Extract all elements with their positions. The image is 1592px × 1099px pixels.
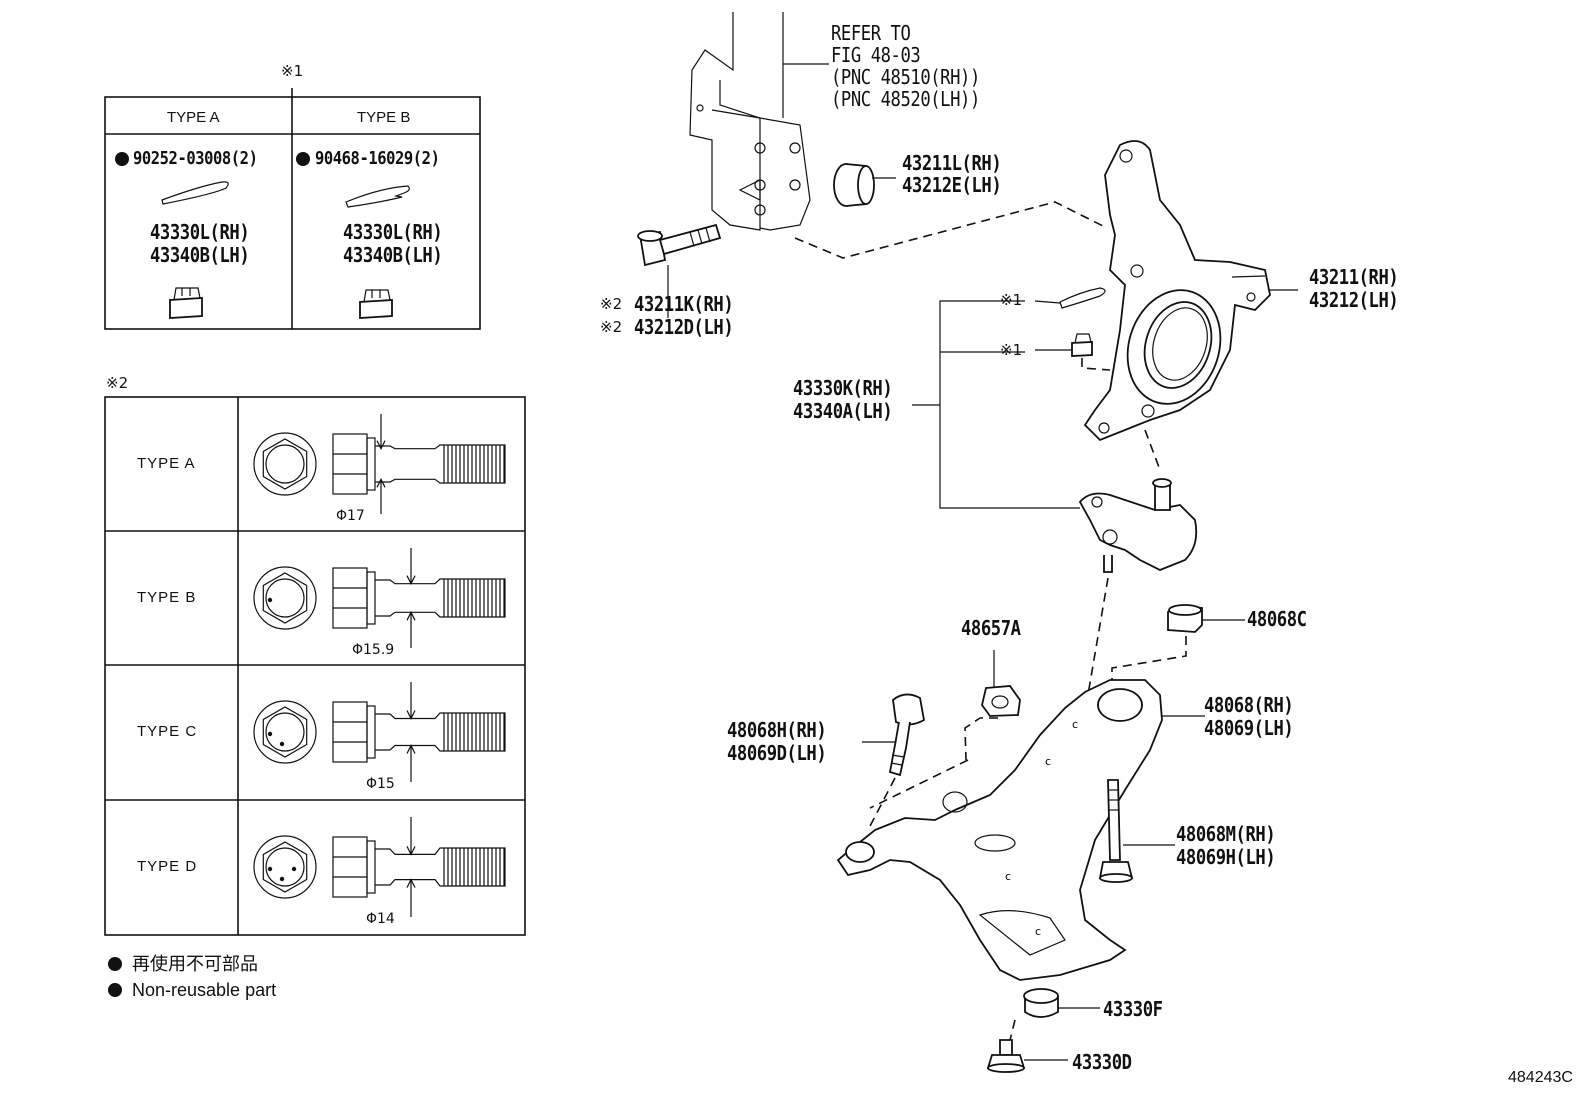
- refer-line1: REFER TO: [831, 21, 911, 45]
- bolt-type-label: TYPE D: [137, 858, 198, 875]
- label-48068C: 48068C: [1247, 607, 1307, 631]
- bolt-type-label: TYPE B: [137, 589, 197, 606]
- part-90252: 90252-03008(2): [133, 148, 258, 169]
- svg-text:c: c: [1072, 718, 1078, 731]
- bolt-type-row-drawing: [253, 817, 506, 917]
- bolt-diameter-label: Φ17: [336, 508, 365, 524]
- leader-bracket-knuckle: [794, 201, 1104, 259]
- bolt-type-row-drawing: [253, 682, 506, 782]
- label-43212E: 43212E(LH): [902, 173, 1002, 197]
- non-reusable-dot-a: [115, 152, 129, 166]
- svg-text:c: c: [1035, 925, 1041, 938]
- callout-castle-nut-icon: [1035, 333, 1111, 371]
- callout-cotter-pin-icon: [1034, 287, 1106, 309]
- legend-dot-en: [108, 983, 122, 997]
- bushing-43211L-icon: [833, 163, 896, 207]
- svg-text:c: c: [1045, 755, 1051, 768]
- bolt-48068H-icon: [862, 693, 969, 831]
- part-43330L-a: 43330L(RH): [150, 220, 250, 244]
- callout-mark-2: ※1: [1000, 341, 1023, 359]
- table-type-pins: [104, 88, 481, 330]
- bolt-48068M-icon: [1098, 779, 1175, 883]
- label-48657A: 48657A: [961, 616, 1021, 640]
- label-48068M: 48068M(RH): [1176, 822, 1276, 846]
- label-43212: 43212(LH): [1309, 288, 1399, 312]
- label-48068H: 48068H(RH): [727, 718, 827, 742]
- label-43211: 43211(RH): [1309, 265, 1399, 289]
- legend-en: Non-reusable part: [132, 980, 277, 1000]
- label-43340A: 43340A(LH): [793, 399, 893, 423]
- bolt-type-row-drawing: [253, 414, 506, 514]
- bolt-43330D-icon: [986, 1019, 1068, 1073]
- clip-48657A-icon: [964, 650, 1021, 761]
- nut-48068C-icon: [1111, 604, 1245, 680]
- bracket-balljoint: [939, 300, 1080, 509]
- lower-control-arm-drawing: c c c c: [836, 679, 1205, 981]
- label-48068: 48068(RH): [1204, 693, 1294, 717]
- castle-nut-a-icon: [169, 287, 203, 319]
- legend-jp: 再使用不可部品: [132, 954, 258, 974]
- label-43330K: 43330K(RH): [793, 376, 893, 400]
- strut-bracket-drawing: [689, 12, 829, 231]
- svg-text:c: c: [1005, 870, 1011, 883]
- ball-joint-drawing: [1044, 429, 1198, 946]
- part-43340B-a: 43340B(LH): [150, 243, 250, 267]
- part-43340B-b: 43340B(LH): [343, 243, 443, 267]
- label-43211L: 43211L(RH): [902, 151, 1002, 175]
- bolt-diameter-label: Φ15.9: [352, 642, 395, 658]
- label-48069: 48069(LH): [1204, 716, 1294, 740]
- label-43330F: 43330F: [1103, 997, 1163, 1021]
- label-43330D: 43330D: [1072, 1050, 1132, 1074]
- bolt-type-row-drawing: [253, 548, 506, 648]
- bolt-mark-1: ※2: [600, 295, 623, 313]
- table1-col-a: TYPE A: [167, 109, 220, 126]
- bolt-43211K-icon: [637, 223, 722, 318]
- legend-dot-jp: [108, 957, 122, 971]
- bolt-diameter-label: Φ15: [366, 776, 395, 792]
- refer-line4: (PNC 48520(LH)): [831, 87, 980, 111]
- table2-mark: ※2: [106, 374, 129, 392]
- bolt-type-label: TYPE A: [137, 455, 196, 472]
- refer-line2: FIG 48-03: [831, 43, 921, 67]
- table1-mark: ※1: [281, 62, 304, 80]
- label-48069D: 48069D(LH): [727, 741, 827, 765]
- label-43211K: 43211K(RH): [634, 292, 734, 316]
- non-reusable-dot-b: [296, 152, 310, 166]
- label-48069H: 48069H(LH): [1176, 845, 1276, 869]
- steering-knuckle-drawing: [1083, 140, 1298, 442]
- cotter-pin-a-icon: [161, 181, 229, 205]
- part-43330L-b: 43330L(RH): [343, 220, 443, 244]
- callout-mark-1: ※1: [1000, 291, 1023, 309]
- refer-line3: (PNC 48510(RH)): [831, 65, 980, 89]
- table1-col-b: TYPE B: [357, 109, 411, 126]
- bushing-43330F-icon: [1023, 988, 1100, 1018]
- table-bolt-types: [104, 396, 526, 936]
- label-43212D: 43212D(LH): [634, 315, 734, 339]
- bolt-type-label: TYPE C: [137, 723, 198, 740]
- part-90468: 90468-16029(2): [315, 148, 440, 169]
- cotter-pin-b-icon: [345, 185, 410, 208]
- figure-id: 484243C: [1508, 1069, 1573, 1086]
- bolt-mark-2: ※2: [600, 318, 623, 336]
- bolt-diameter-label: Φ14: [366, 911, 395, 927]
- castle-nut-b-icon: [359, 289, 393, 319]
